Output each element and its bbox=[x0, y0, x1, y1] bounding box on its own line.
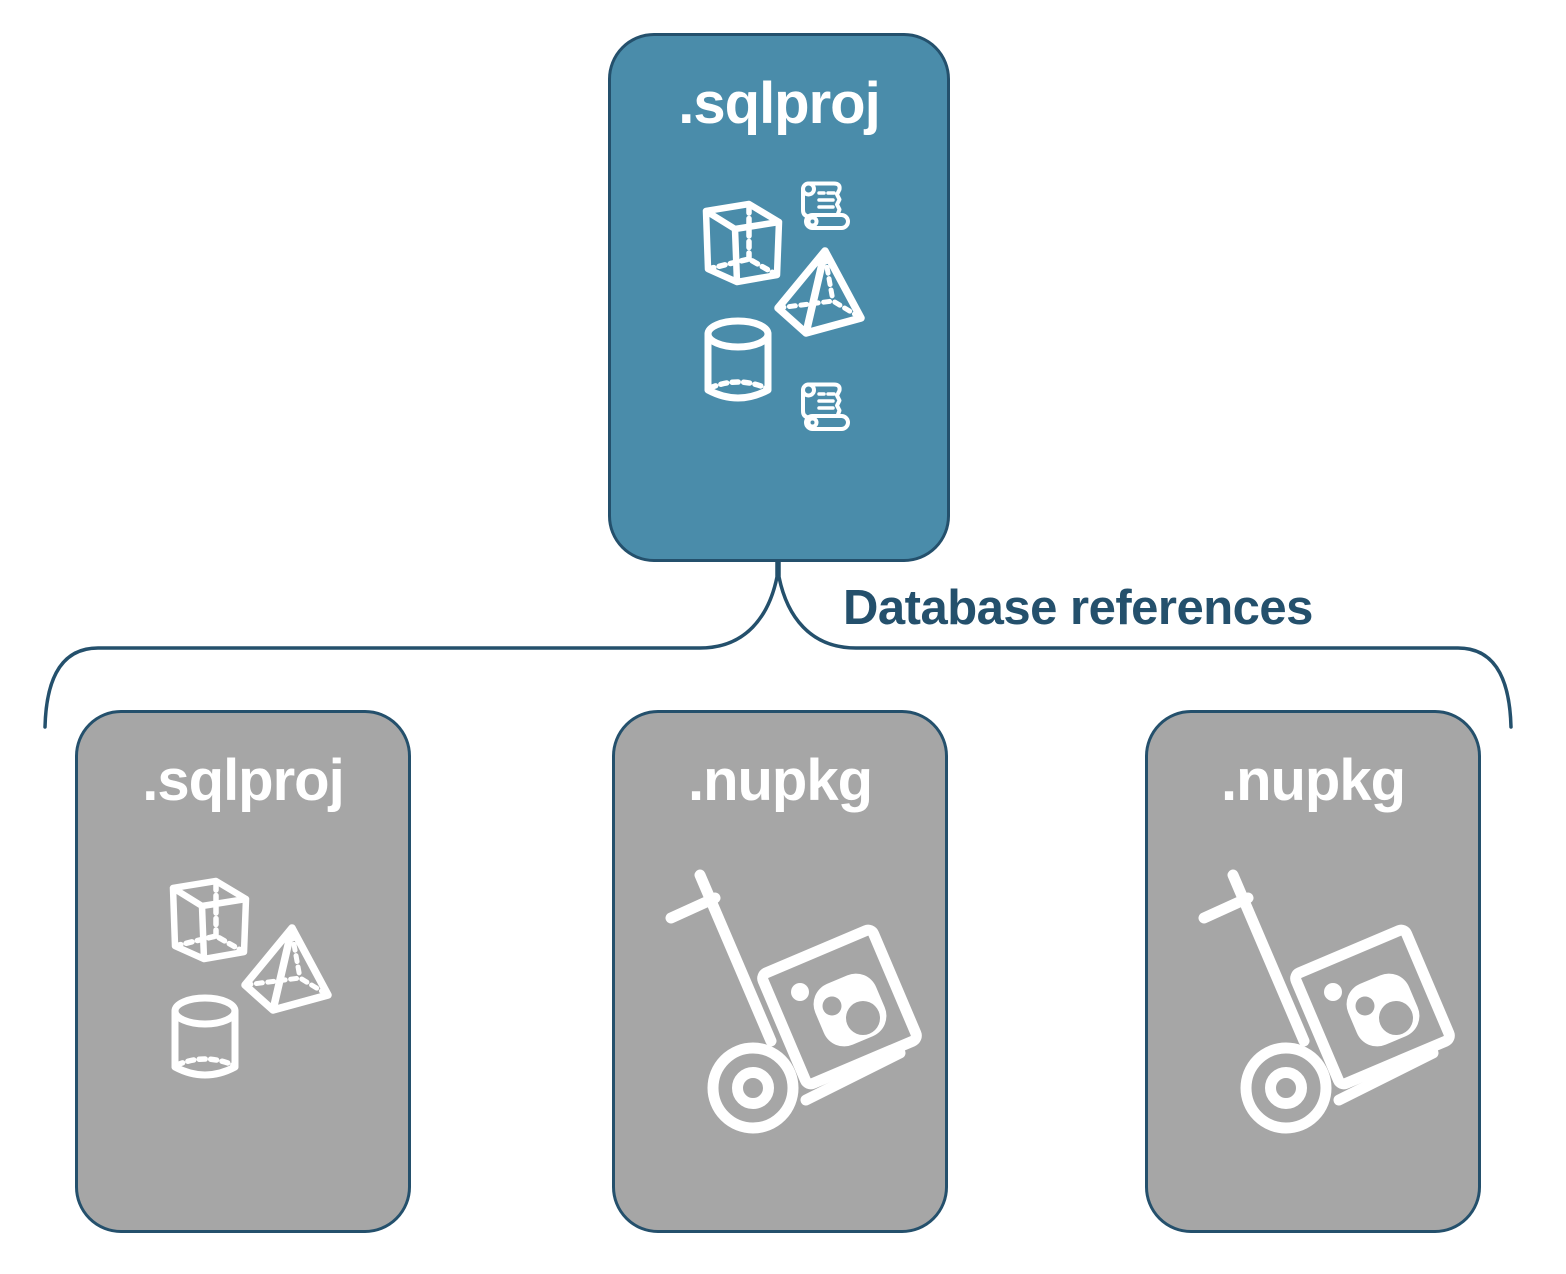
child-card-title: .nupkg bbox=[687, 748, 873, 813]
child-card-title: .sqlproj bbox=[142, 748, 344, 813]
child-card-nupkg-2: .nupkg bbox=[1145, 710, 1481, 1233]
connector-label: Database references bbox=[843, 581, 1313, 635]
scroll-icon bbox=[797, 174, 854, 231]
child-card-sqlproj: .sqlproj bbox=[75, 710, 411, 1233]
child-card-nupkg-1: .nupkg bbox=[612, 710, 948, 1233]
sql-objects-icon bbox=[163, 871, 343, 1083]
root-card-title: .sqlproj bbox=[678, 71, 880, 136]
child-card-title: .nupkg bbox=[1220, 748, 1406, 813]
nuget-dolly-icon bbox=[1198, 868, 1458, 1138]
root-card-sqlproj: .sqlproj bbox=[608, 33, 950, 562]
nuget-dolly-icon bbox=[665, 868, 925, 1138]
scroll-icon bbox=[797, 375, 854, 432]
